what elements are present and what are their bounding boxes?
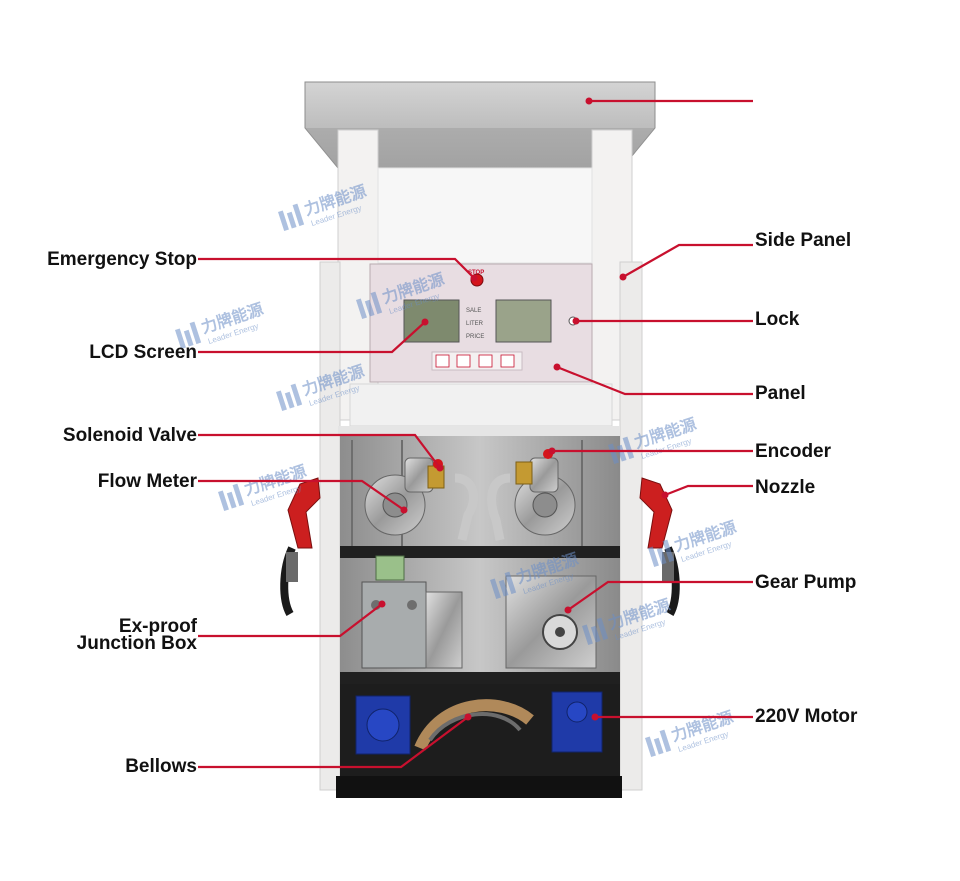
watermark-logo: 力牌能源 Leader Energy — [645, 707, 736, 758]
fuel-pipe — [454, 473, 479, 542]
leader-line-emergency-stop — [198, 257, 475, 279]
leader-dot — [436, 464, 444, 472]
nozzle-right — [639, 477, 680, 616]
leader-dot — [585, 97, 593, 105]
leader-dot — [548, 447, 556, 455]
motor-left — [355, 695, 411, 755]
leader-line-panel — [556, 365, 753, 396]
label-flow-meter: Flow Meter — [97, 471, 197, 492]
motor-bay — [336, 684, 622, 798]
leader-dot — [591, 713, 599, 721]
label-lock: Lock — [755, 309, 800, 330]
hydraulic-cabinet-upper — [340, 436, 620, 558]
leader-line-bellows — [198, 716, 469, 769]
motor-right-220v — [551, 691, 603, 753]
leader-dot — [400, 506, 408, 514]
leader-dot — [564, 606, 572, 614]
label-220v-motor: 220V Motor — [755, 706, 858, 727]
leader-dot — [378, 600, 386, 608]
flow-meter-right — [514, 457, 576, 536]
bellows — [414, 699, 534, 751]
ex-proof-junction-box — [361, 555, 427, 669]
gear-pump — [505, 575, 597, 669]
label-bellows: Bellows — [125, 756, 197, 777]
panel-liter-text: LITER — [466, 321, 484, 327]
leader-line-lcd-screen — [198, 321, 426, 354]
leader-line-ex-proof — [198, 603, 383, 638]
hydraulic-cabinet-lower — [340, 555, 620, 684]
leader-dot — [464, 713, 472, 721]
label-gear-pump: Gear Pump — [755, 572, 857, 593]
lcd-screen-left — [403, 299, 460, 343]
leader-dot — [572, 317, 580, 325]
leader-dot — [619, 273, 627, 281]
leader-dot — [421, 318, 429, 326]
fuel-pipe — [487, 473, 511, 541]
label-side-panel: Side Panel — [755, 230, 852, 251]
stop-badge: STOP — [468, 270, 484, 276]
leader-line-solenoid-valve — [198, 433, 441, 469]
pump-unit-left — [425, 591, 463, 669]
label-nozzle: Nozzle — [755, 477, 816, 498]
label-solenoid-valve: Solenoid Valve — [62, 425, 197, 446]
leader-dot — [470, 274, 478, 282]
label-ex-proof-line2: Junction Box — [76, 633, 197, 654]
leader-lines — [198, 99, 753, 769]
canopy — [304, 81, 656, 169]
leader-line-nozzle — [664, 484, 753, 497]
leader-dot — [661, 491, 669, 499]
panel-price-text: PRICE — [466, 334, 484, 340]
leader-dot — [553, 363, 561, 371]
label-lcd-screen: LCD Screen — [89, 342, 197, 363]
label-encoder: Encoder — [755, 441, 832, 462]
label-panel: Panel — [755, 383, 806, 404]
leader-line-flow-meter — [198, 479, 405, 511]
leader-line-gear-pump — [567, 580, 753, 611]
panel-sale-text: SALE — [466, 308, 481, 314]
lcd-screen-right — [495, 299, 552, 343]
nozzle-left — [280, 477, 321, 616]
leader-line-side-panel — [622, 243, 753, 278]
leader-endpoints — [378, 97, 669, 721]
label-ex-proof-line1: Ex-proof — [118, 616, 197, 637]
label-emergency-stop: Emergency Stop — [47, 249, 197, 270]
control-panel: STOP SALE LITER PRICE — [369, 263, 593, 383]
